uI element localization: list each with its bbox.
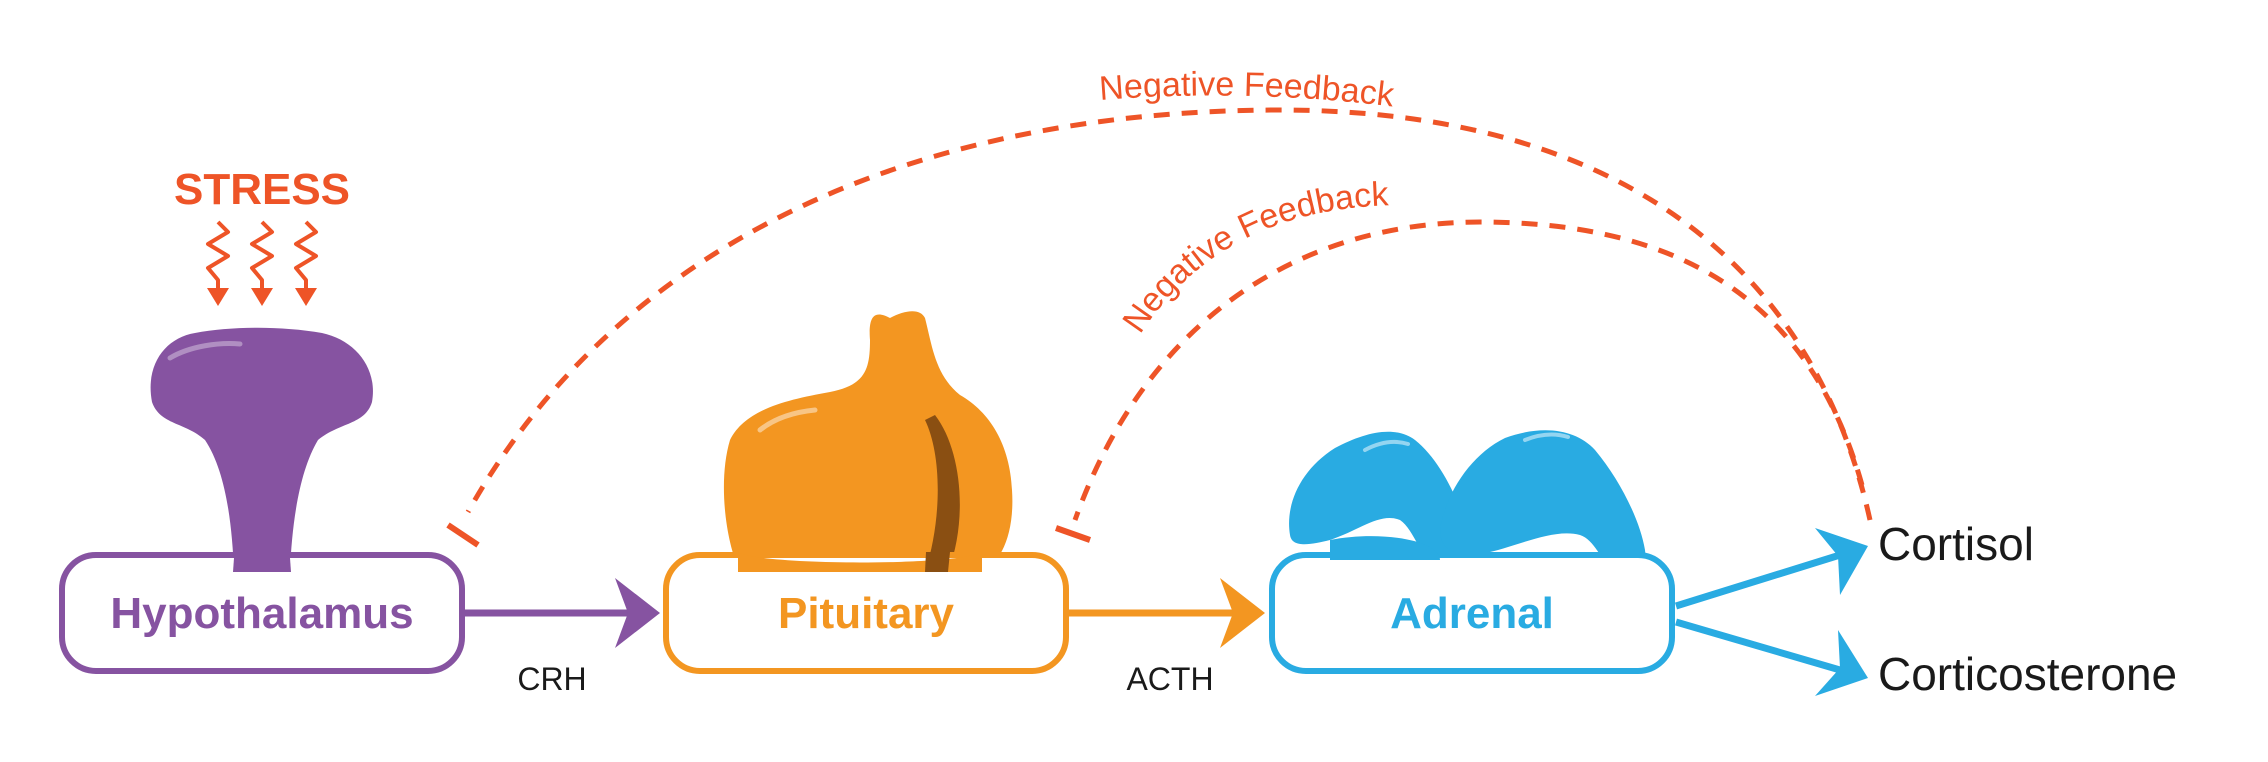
- cortisol-arrow: [1674, 528, 1868, 610]
- zigzag-arrow-right: [294, 220, 318, 292]
- outer-feedback-label: Negative Feedback: [1098, 65, 1397, 114]
- pituitary-box: [663, 552, 1069, 674]
- pituitary-label: Pituitary: [778, 589, 955, 638]
- outer-feedback-arc: [465, 107, 1873, 521]
- cortisol-label: Cortisol: [1878, 518, 2034, 570]
- stress-zigzag-arrows: [206, 220, 318, 292]
- hypothalamus-box: [59, 552, 465, 674]
- hypothalamus-shape: [150, 327, 373, 572]
- hypothalamus-label: Hypothalamus: [110, 589, 413, 638]
- pituitary-shape: [723, 311, 1013, 572]
- zigzag-arrow-left: [206, 220, 230, 292]
- adrenal-box: [1269, 552, 1675, 674]
- stress-label: STRESS: [174, 165, 350, 214]
- corticosterone-label: Corticosterone: [1878, 648, 2177, 700]
- inner-feedback-label: Negative Feedback: [1115, 175, 1390, 339]
- stress-group: STRESS: [174, 165, 350, 306]
- zigzag-arrowhead-right: [295, 288, 317, 306]
- crh-label: CRH: [517, 661, 586, 697]
- zigzag-arrowhead-left: [207, 288, 229, 306]
- adrenal-label: Adrenal: [1390, 589, 1554, 638]
- outer-feedback-inhibition-bar: [446, 522, 480, 548]
- acth-arrow: [1069, 578, 1265, 648]
- inner-feedback-inhibition-bar: [1055, 525, 1091, 543]
- inner-feedback-arc: [1072, 219, 1865, 521]
- adrenal-shape: [1289, 430, 1646, 576]
- zigzag-arrowhead-middle: [251, 288, 273, 306]
- acth-label: ACTH: [1126, 661, 1213, 697]
- zigzag-arrow-middle: [250, 220, 274, 292]
- corticosterone-arrow: [1675, 618, 1868, 696]
- crh-arrow: [465, 578, 660, 648]
